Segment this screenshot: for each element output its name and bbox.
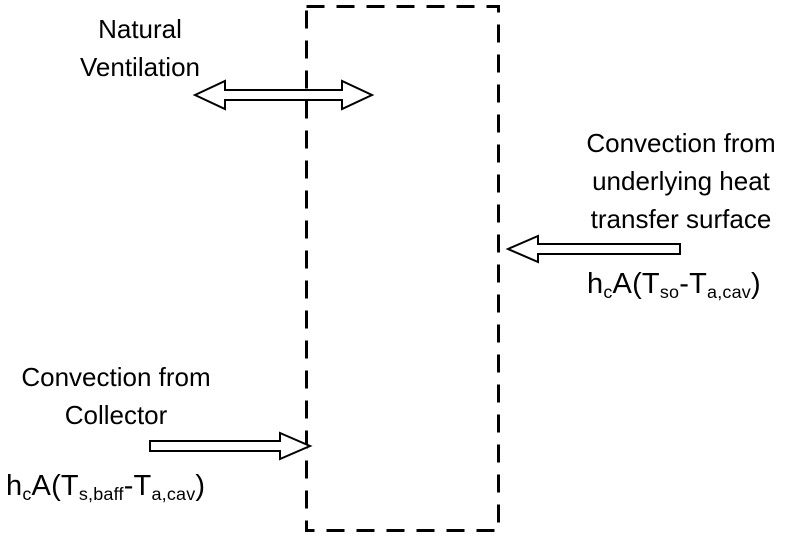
formula-subscript: a,cav [707,282,751,303]
left-arrow-icon [505,234,681,264]
formula-term: h [6,470,23,502]
control-volume-boundary-icon [305,5,500,532]
right-arrow-icon [149,431,313,461]
formula-term: A(T [31,470,79,502]
formula-term: A(T [612,268,660,300]
formula-term: -T [123,470,152,502]
formula-term: ) [195,470,206,502]
formula-term: -T [679,268,708,300]
collector-convection-label: Convection from Collector [21,362,211,430]
formula-term: ) [750,268,761,300]
formula-subscript: so [659,282,680,303]
underlying-convection-formula: hcA(Tso-Ta,cav) [587,268,761,303]
formula-subscript: c [22,484,32,505]
collector-convection-formula: hcA(Ts,baff-Ta,cav) [6,470,205,505]
natural-ventilation-label: Natural Ventilation [80,14,200,82]
underlying-convection-label: Convection from underlying heat transfer… [586,128,776,234]
double-arrow-icon [192,79,375,111]
formula-subscript: a,cav [151,484,196,505]
formula-subscript: c [603,282,613,303]
formula-subscript: s,baff [78,484,124,505]
formula-term: h [587,268,604,300]
